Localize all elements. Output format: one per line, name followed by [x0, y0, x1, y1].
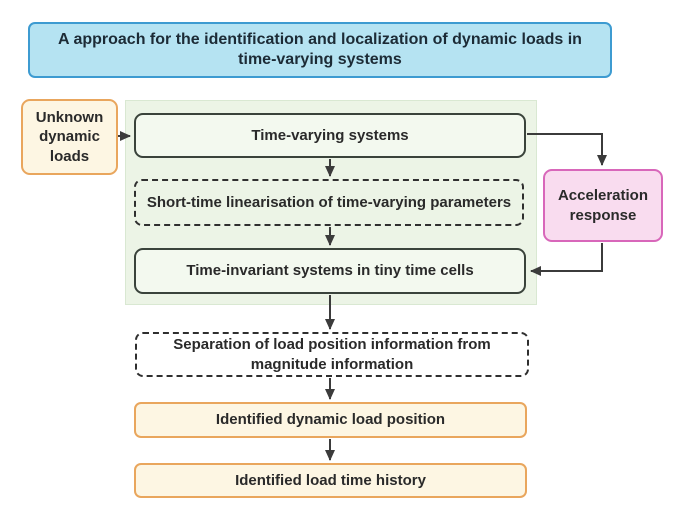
node-identified-load-time-history: Identified load time history [134, 463, 527, 498]
figure-title: A approach for the identification and lo… [28, 22, 612, 78]
arrow-acceleration-to-time-invariant [530, 243, 603, 276]
node-short-time-linearisation: Short-time linearisation of time-varying… [134, 179, 524, 226]
node-separation-of-load-position: Separation of load position information … [135, 332, 529, 377]
node-unknown-dynamic-loads: Unknown dynamic loads [21, 99, 118, 175]
node-time-invariant-systems: Time-invariant systems in tiny time cell… [134, 248, 526, 294]
node-identified-dynamic-load-position: Identified dynamic load position [134, 402, 527, 438]
node-acceleration-response: Acceleration response [543, 169, 663, 242]
arrow-time-varying-to-acceleration [527, 133, 607, 166]
node-time-varying-systems: Time-varying systems [134, 113, 526, 158]
